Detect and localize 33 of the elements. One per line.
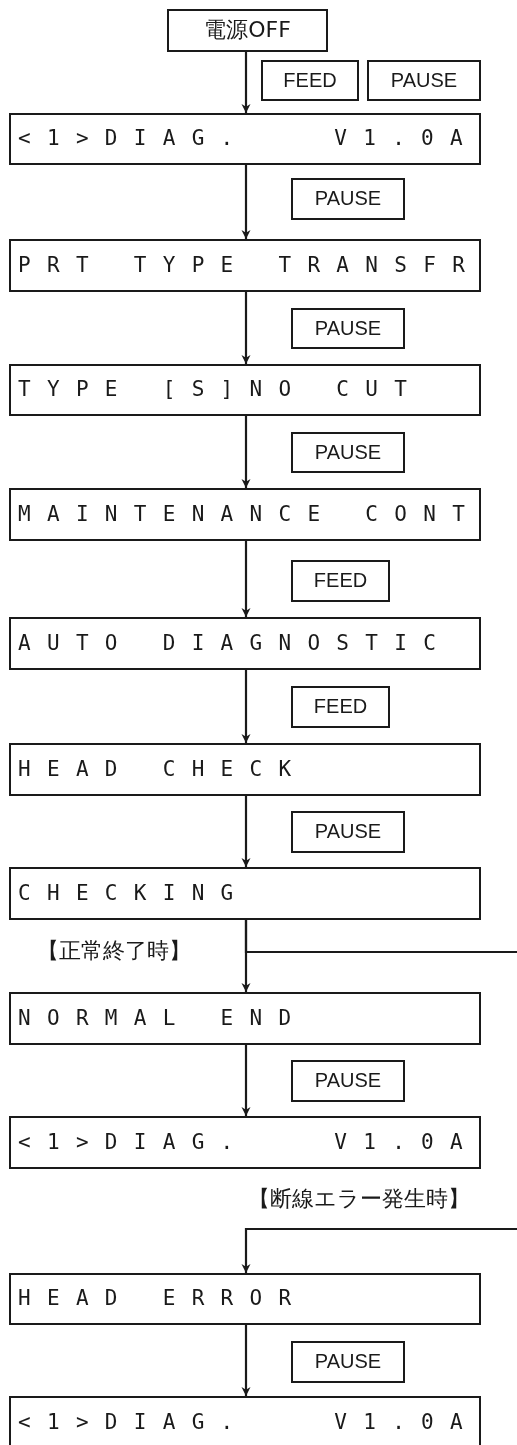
display-box: <1>DIAG. V1.0A [9, 113, 481, 165]
arrow [241, 1045, 251, 1116]
display-box: PRT TYPE TRANSFR [9, 239, 481, 292]
key-box: PAUSE [291, 1341, 405, 1383]
display-box: <1>DIAG. V1.0A [9, 1396, 481, 1445]
display-box: TYPE [S]NO CUT [9, 364, 481, 416]
arrow [241, 1227, 517, 1273]
key-box: FEED [291, 686, 390, 728]
display-box: MAINTENANCE CONT [9, 488, 481, 541]
key-box: PAUSE [367, 60, 481, 101]
arrow [241, 796, 251, 867]
arrow [241, 1325, 251, 1396]
key-box: PAUSE [291, 432, 405, 473]
arrow [241, 670, 251, 743]
arrow [241, 416, 251, 488]
key-box: PAUSE [291, 178, 405, 220]
connector-line [244, 920, 517, 954]
arrow [241, 52, 251, 113]
key-box: FEED [261, 60, 359, 101]
power-off-box: 電源OFF [167, 9, 328, 52]
arrow [241, 165, 251, 239]
key-box: PAUSE [291, 1060, 405, 1102]
key-box: PAUSE [291, 308, 405, 349]
arrow [241, 292, 251, 364]
arrow [241, 541, 251, 617]
key-box: PAUSE [291, 811, 405, 853]
display-box: NORMAL END [9, 992, 481, 1045]
key-box: FEED [291, 560, 390, 602]
display-box: <1>DIAG. V1.0A [9, 1116, 481, 1169]
display-box: AUTO DIAGNOSTIC [9, 617, 481, 670]
display-box: CHECKING [9, 867, 481, 920]
display-box: HEAD ERROR [9, 1273, 481, 1325]
display-box: HEAD CHECK [9, 743, 481, 796]
